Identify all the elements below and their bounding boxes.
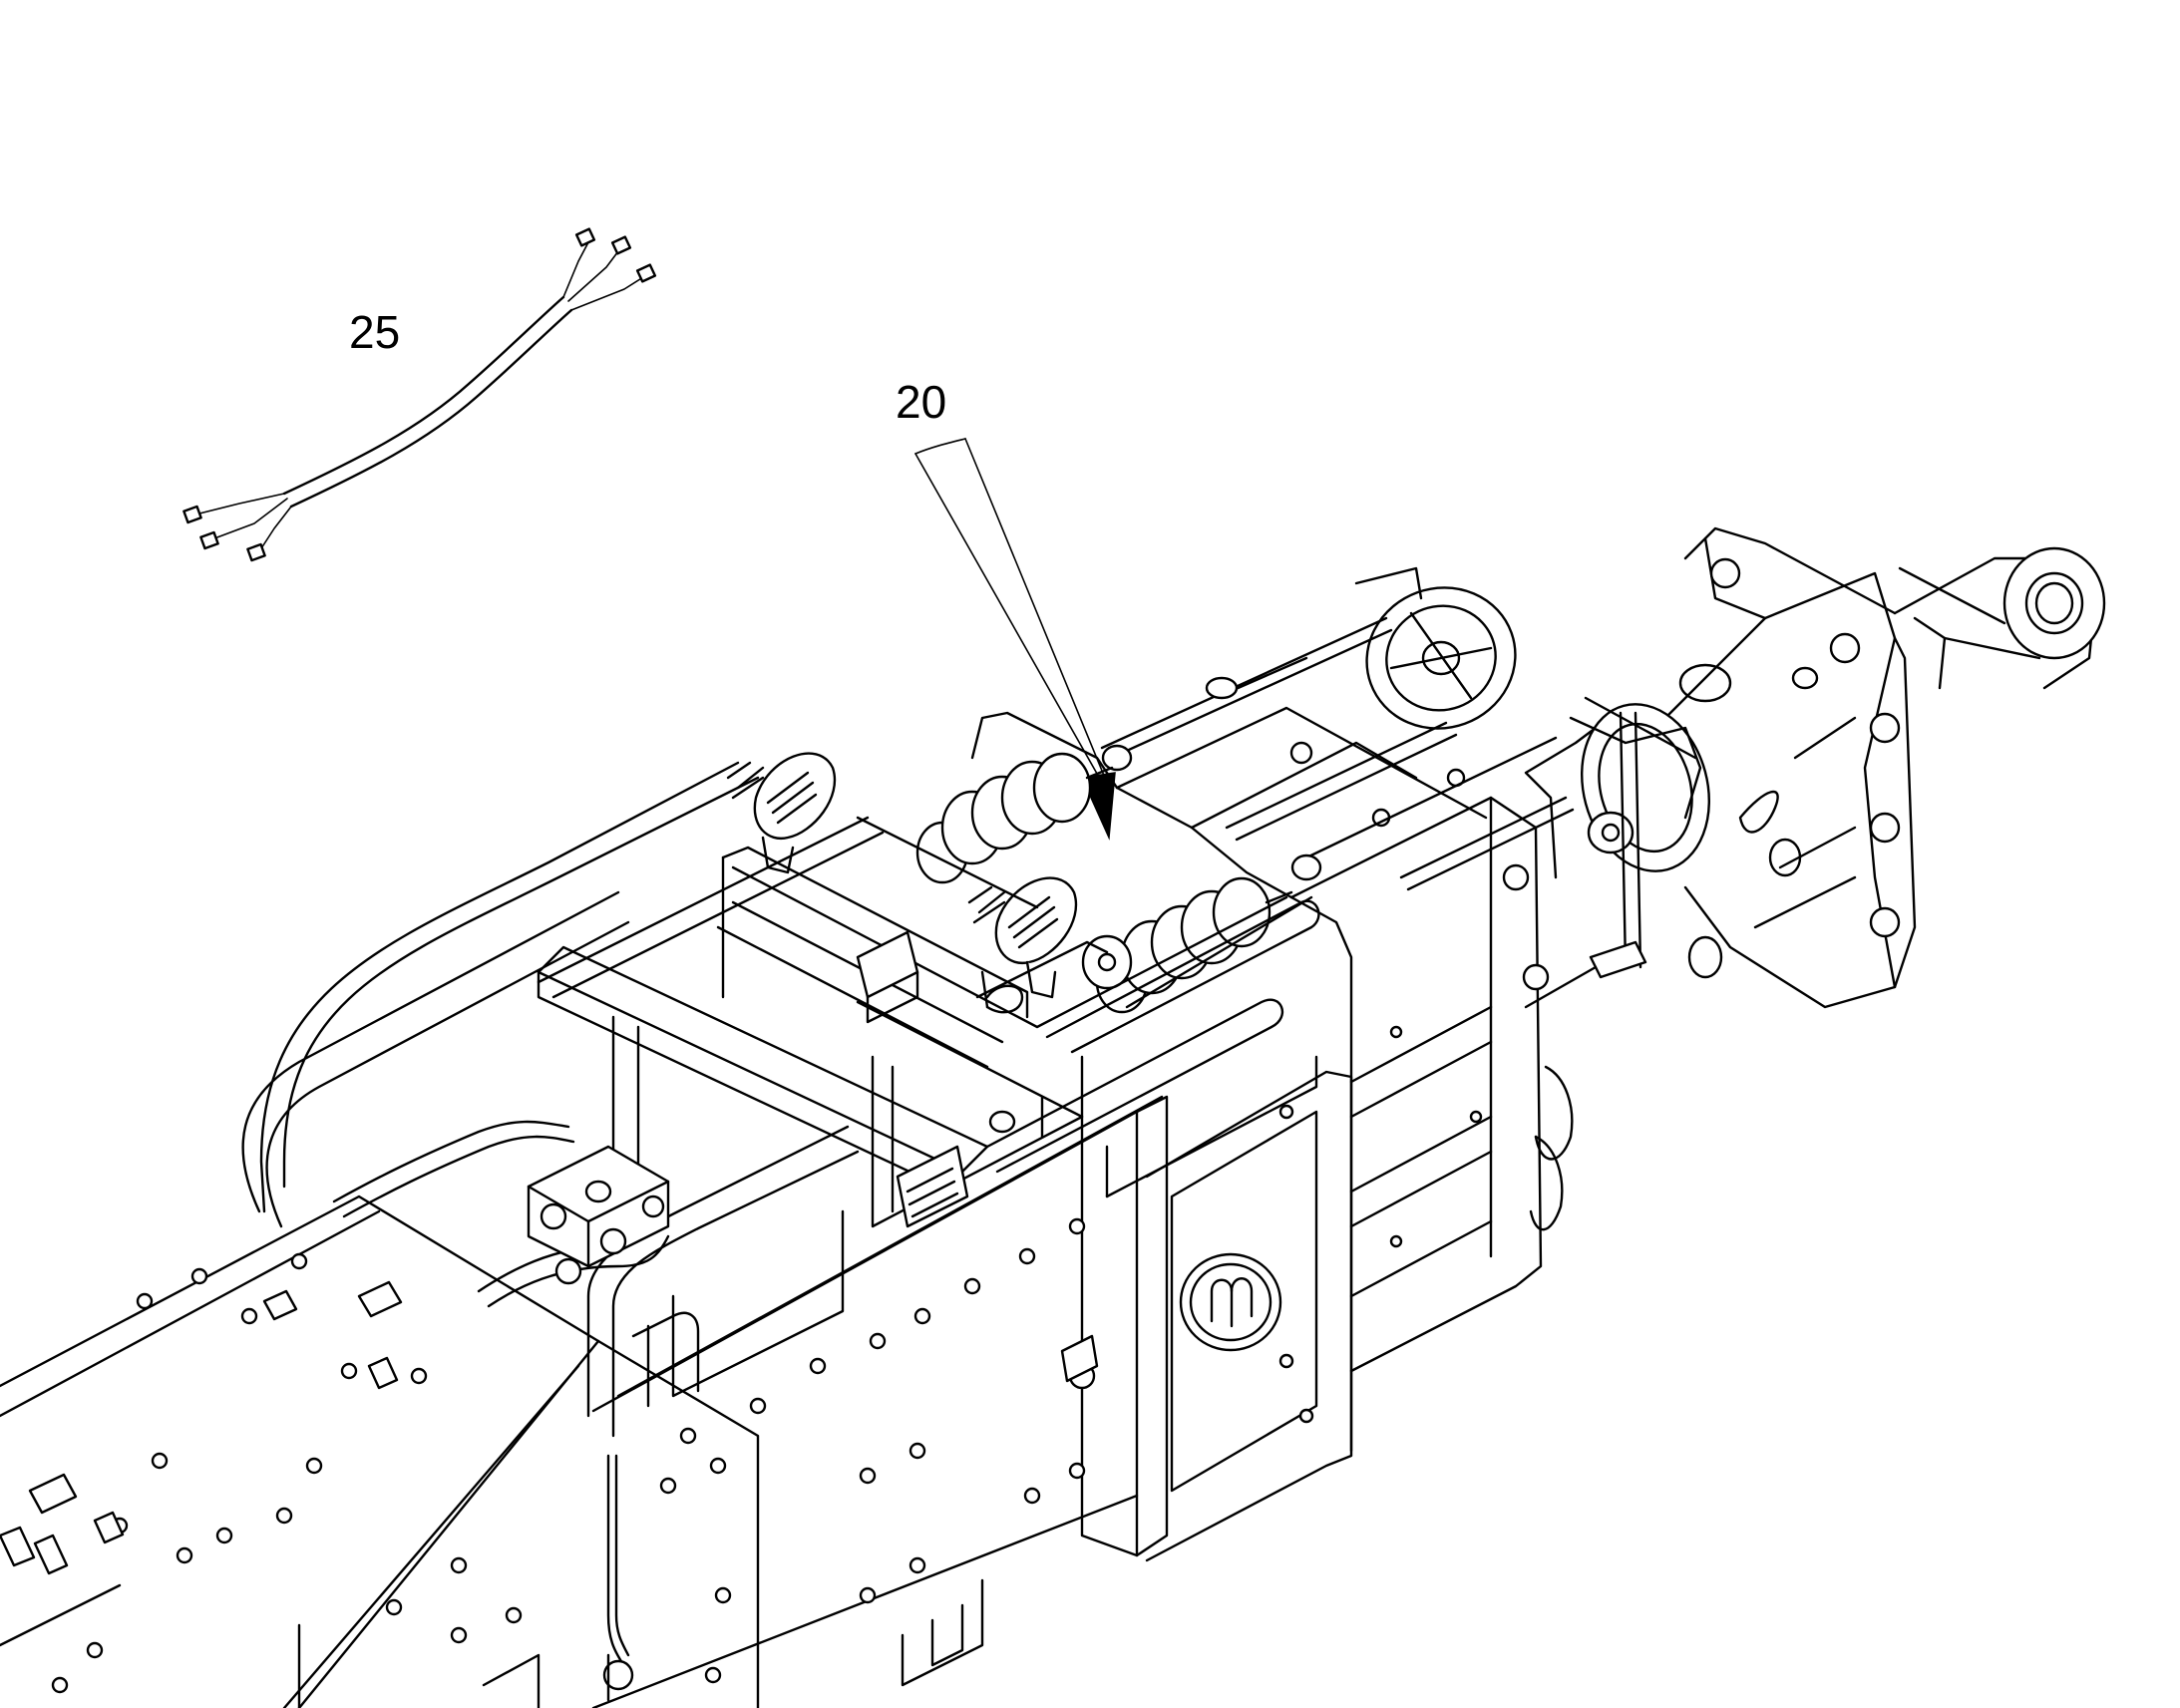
casing-plate [1145, 1070, 1353, 1562]
hydraulic-rods [1100, 616, 1647, 1009]
top-frame [1115, 706, 1543, 1453]
boom-beam [0, 1195, 760, 1708]
inner-frame [259, 711, 1320, 1702]
callout-25-label: 25 [349, 306, 401, 358]
wiring-harness-part [182, 227, 657, 562]
side-plate-assembly [591, 1095, 1169, 1708]
sheave-wheels [1354, 566, 1711, 1231]
end-fitting [1502, 526, 2106, 1009]
callout-20-label: 20 [896, 376, 947, 428]
guard-loop [241, 890, 700, 1408]
brand-logo-icon [1179, 1252, 1282, 1352]
work-lights [726, 752, 1077, 999]
